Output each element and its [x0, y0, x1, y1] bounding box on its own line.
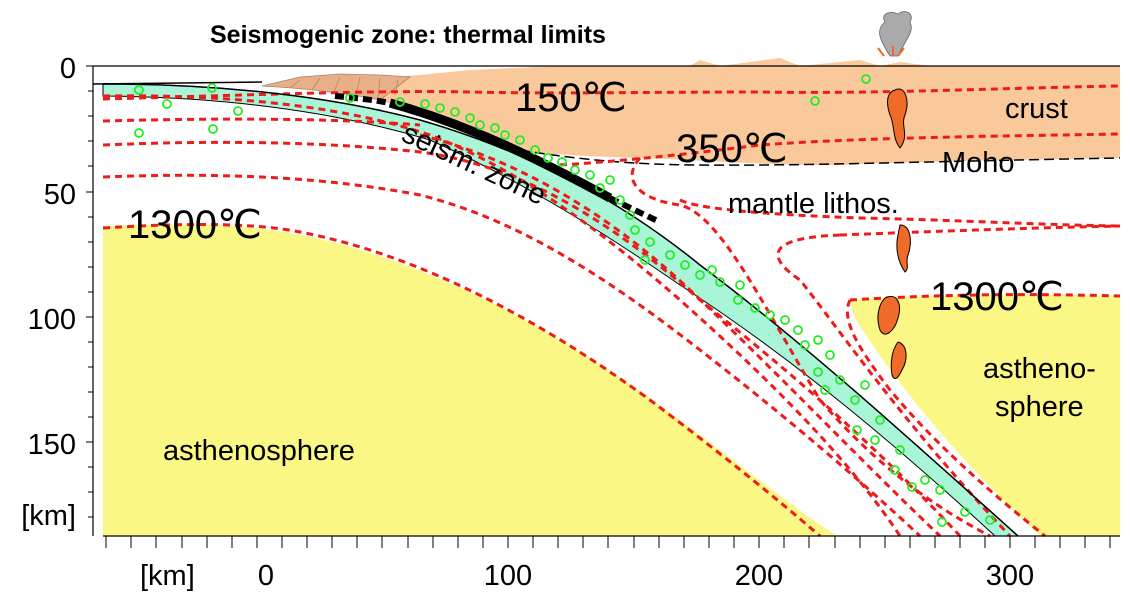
moho-boundary — [519, 149, 1121, 166]
label-asthenosphere-left: asthenosphere — [163, 435, 355, 467]
y-tick-100: 100 — [28, 304, 76, 336]
x-axis-ticks — [105, 536, 1111, 548]
y-axis-unit: [km] — [21, 500, 76, 532]
seismogenic-zone-updip — [334, 93, 391, 106]
isotherm-label-1300-right: 1300℃ — [930, 275, 1064, 319]
seismogenic-zone-downdip — [608, 195, 662, 225]
isotherm-label-150: 150℃ — [515, 76, 627, 120]
volcano-icon — [877, 11, 912, 57]
x-tick-200: 200 — [735, 560, 783, 592]
label-crust: crust — [1005, 93, 1068, 125]
isotherms — [102, 84, 1121, 538]
isotherm-label-350: 350℃ — [676, 127, 788, 171]
asthenosphere-left — [103, 224, 838, 536]
continental-crust — [262, 58, 1120, 166]
x-axis-unit: [km] — [140, 560, 195, 592]
y-tick-150: 150 — [28, 429, 76, 461]
seismogenic-zone-line — [388, 98, 613, 202]
y-tick-0: 0 — [60, 53, 76, 85]
isotherm-label-1300-left: 1300℃ — [128, 203, 262, 247]
x-tick-100: 100 — [484, 560, 532, 592]
diagram-title: Seismogenic zone: thermal limits — [210, 21, 606, 49]
label-asthenosphere-right-1: astheno- — [983, 353, 1096, 385]
label-moho: Moho — [942, 147, 1015, 179]
label-asthenosphere-right-2: sphere — [995, 391, 1084, 423]
x-tick-300: 300 — [986, 560, 1034, 592]
y-axis-ticks — [86, 65, 93, 518]
magma-blob-icon — [877, 88, 911, 380]
label-mantle-lithosphere: mantle lithos. — [728, 188, 899, 220]
x-tick-0: 0 — [258, 560, 274, 592]
asthenosphere-right — [850, 294, 1120, 536]
earthquake-markers — [134, 74, 995, 527]
y-tick-50: 50 — [44, 179, 76, 211]
